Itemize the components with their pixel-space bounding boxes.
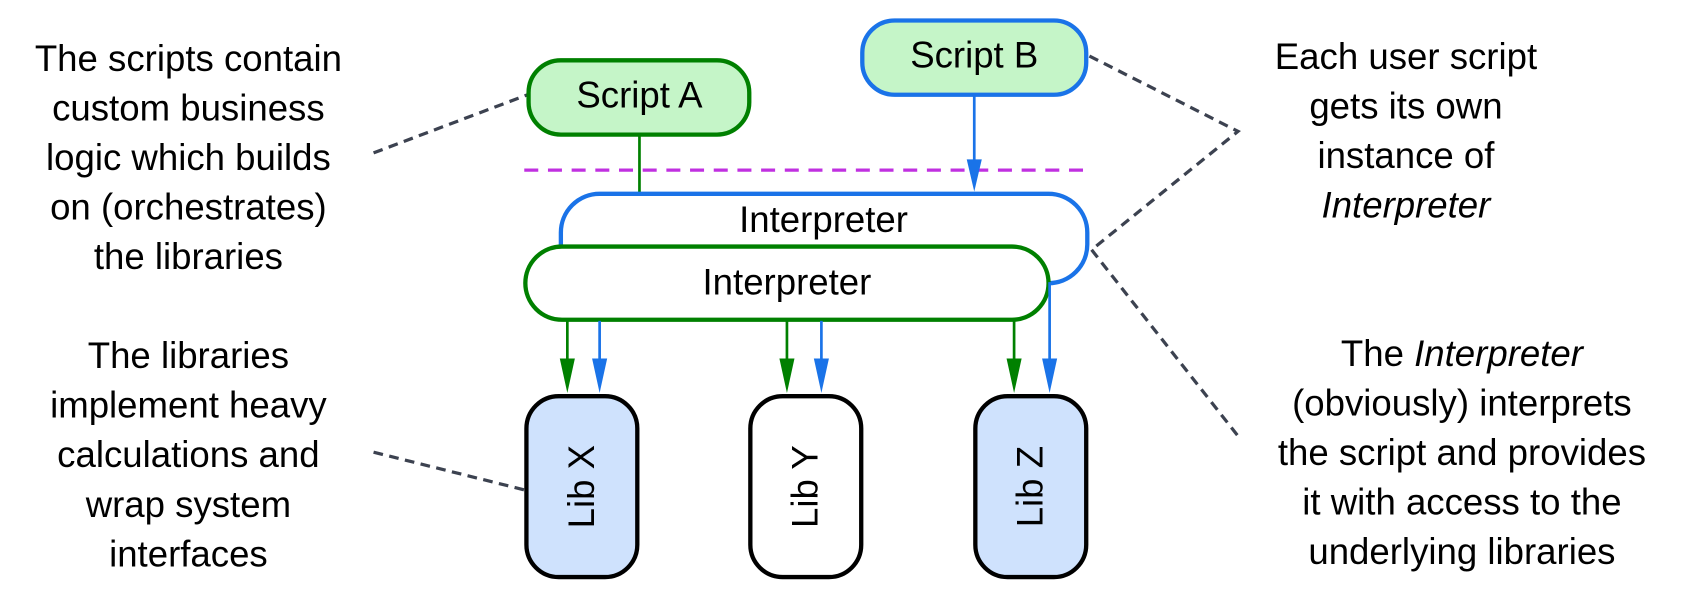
note-libraries: The libraries implement heavy calculatio… bbox=[50, 335, 327, 574]
svg-text:the libraries: the libraries bbox=[94, 236, 283, 277]
lib-y-label: Lib Y bbox=[785, 445, 826, 528]
lib-x-label: Lib X bbox=[561, 445, 602, 528]
script-a-label: Script A bbox=[576, 74, 703, 115]
arrowheads bbox=[559, 358, 1058, 393]
svg-text:underlying libraries: underlying libraries bbox=[1308, 531, 1615, 572]
library-arrows bbox=[565, 282, 1051, 361]
svg-text:logic which builds: logic which builds bbox=[46, 137, 331, 178]
svg-text:wrap system: wrap system bbox=[85, 484, 291, 525]
lib-y-box: Lib Y bbox=[748, 394, 864, 580]
svg-text:interfaces: interfaces bbox=[109, 533, 268, 574]
svg-text:gets its own: gets its own bbox=[1309, 85, 1502, 126]
svg-text:calculations and: calculations and bbox=[57, 434, 319, 475]
lib-z-label: Lib Z bbox=[1010, 446, 1051, 527]
svg-text:on (orchestrates): on (orchestrates) bbox=[50, 187, 327, 228]
svg-text:Each user script: Each user script bbox=[1275, 36, 1537, 77]
note-scripts: The scripts contain custom business logi… bbox=[35, 38, 342, 277]
interpreter-a-box: Interpreter bbox=[523, 244, 1051, 322]
svg-text:(obviously) interprets: (obviously) interprets bbox=[1292, 383, 1632, 424]
note-interpreter: The Interpreter (obviously) interprets t… bbox=[1278, 333, 1646, 572]
svg-text:implement heavy: implement heavy bbox=[50, 385, 327, 426]
script-b-box: Script B bbox=[860, 18, 1089, 97]
svg-text:The scripts contain: The scripts contain bbox=[35, 38, 342, 79]
lib-z-box: Lib Z bbox=[973, 394, 1089, 580]
svg-text:custom business: custom business bbox=[52, 88, 325, 129]
svg-text:Interpreter: Interpreter bbox=[1322, 184, 1493, 225]
leader-scripts bbox=[372, 93, 529, 155]
svg-text:the script and provides: the script and provides bbox=[1278, 432, 1646, 473]
note-instance: Each user script gets its own instance o… bbox=[1275, 36, 1537, 226]
arrowhead-icon bbox=[966, 159, 982, 192]
svg-text:The libraries: The libraries bbox=[88, 335, 289, 376]
svg-text:it with access to the: it with access to the bbox=[1302, 482, 1621, 523]
interpreter-b-label: Interpreter bbox=[739, 199, 908, 240]
script-b-label: Script B bbox=[910, 34, 1038, 75]
leader-instance bbox=[1088, 54, 1241, 252]
svg-text:The Interpreter: The Interpreter bbox=[1341, 333, 1585, 374]
lib-x-box: Lib X bbox=[524, 394, 640, 580]
leader-interpreter bbox=[1090, 248, 1240, 438]
svg-text:instance of: instance of bbox=[1317, 135, 1495, 176]
leader-libraries bbox=[373, 450, 525, 492]
interpreter-a-label: Interpreter bbox=[703, 262, 872, 303]
script-a-box: Script A bbox=[526, 58, 752, 137]
